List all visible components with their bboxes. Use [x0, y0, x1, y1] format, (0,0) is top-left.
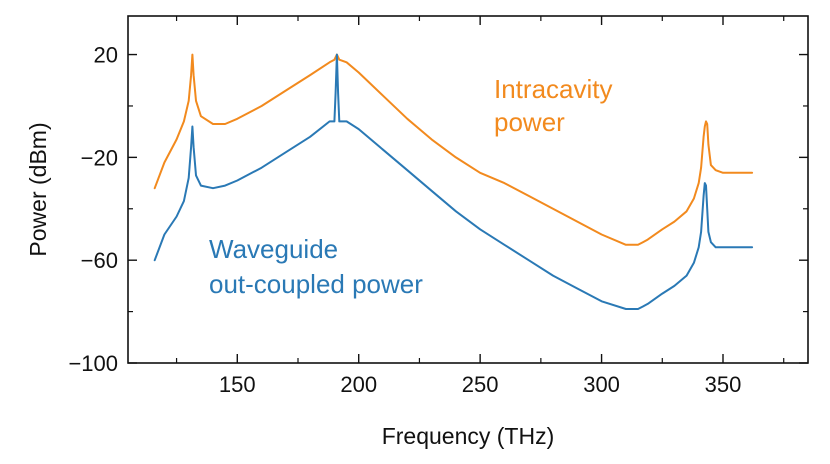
x-tick-label: 350: [705, 372, 742, 397]
y-tick-label: −20: [81, 145, 118, 170]
plot-frame: [127, 15, 809, 364]
series-lines: [153, 53, 754, 310]
x-tick-label: 250: [462, 372, 499, 397]
intracavity-annotation-line: power: [494, 107, 565, 137]
x-tick-label: 150: [219, 372, 256, 397]
y-ticks: 20 −20 −60 −100: [68, 43, 808, 376]
y-tick-label: −60: [81, 248, 118, 273]
intracavity-annotation-line: Intracavity: [494, 74, 613, 104]
waveguide-power-line: [153, 53, 754, 310]
y-tick-label: −100: [68, 351, 118, 376]
x-tick-label: 200: [340, 372, 377, 397]
x-tick-label: 300: [583, 372, 620, 397]
waveguide-annotation-line: Waveguide: [209, 234, 338, 264]
x-ticks: 150 200 250 300 350: [175, 16, 785, 397]
y-axis-title: Power (dBm): [25, 122, 51, 256]
waveguide-annotation-line: out-coupled power: [209, 269, 423, 299]
y-tick-label: 20: [94, 43, 118, 68]
x-axis-title: Frequency (THz): [382, 423, 555, 449]
intracavity-power-line: [153, 53, 754, 246]
